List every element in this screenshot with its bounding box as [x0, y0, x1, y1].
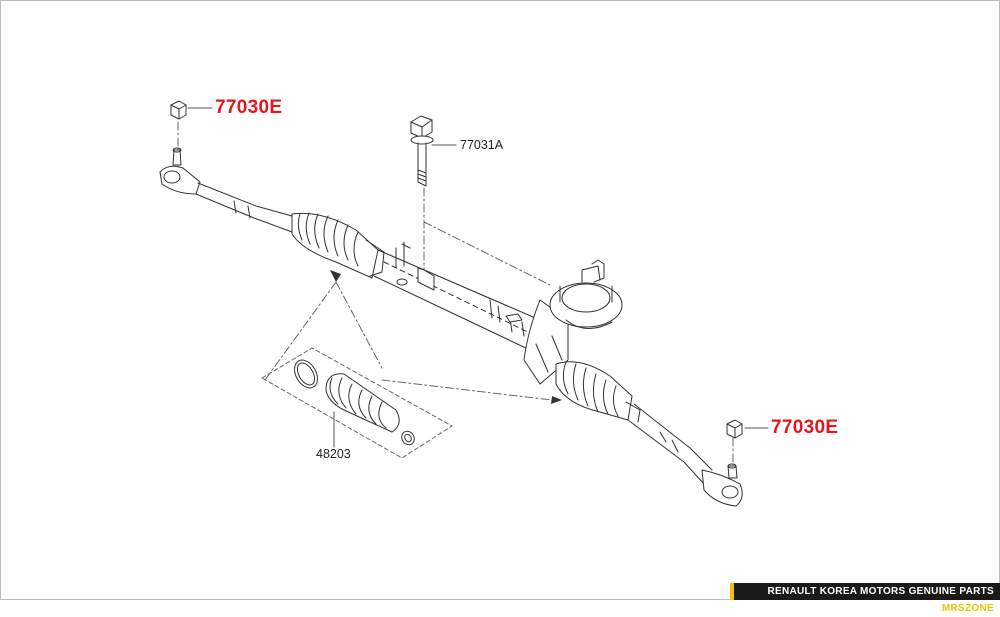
nut-top-left [171, 101, 186, 119]
callout-77030e-right[interactable]: 77030E [771, 417, 838, 439]
tie-rod-end-left [160, 148, 200, 194]
tie-rod-end-right [702, 464, 742, 506]
assembly-dashed-lines [178, 122, 733, 472]
boot-kit-boot [326, 374, 399, 432]
leader-lines [188, 108, 768, 447]
small-clamp-ring [399, 429, 416, 447]
inner-tie-rod-left [196, 183, 292, 232]
callout-48203[interactable]: 48203 [316, 447, 351, 461]
footer-banner: RENAULT KOREA MOTORS GENUINE PARTS MRSZO… [730, 583, 1000, 600]
footer-brand: MRSZONE [942, 603, 994, 614]
rack-housing [374, 242, 540, 350]
boot-right [556, 362, 640, 422]
callout-77031a[interactable]: 77031A [460, 138, 503, 152]
clamp-ring [290, 356, 322, 392]
nut-right [727, 420, 742, 438]
footer-text: RENAULT KOREA MOTORS GENUINE PARTS [767, 586, 994, 597]
boot-left [292, 213, 384, 278]
steering-rack-diagram [0, 0, 1000, 600]
arrowheads [330, 270, 562, 404]
bolt [411, 116, 433, 186]
callout-77030e-top[interactable]: 77030E [215, 97, 282, 119]
inner-tie-rod-right [628, 404, 712, 484]
